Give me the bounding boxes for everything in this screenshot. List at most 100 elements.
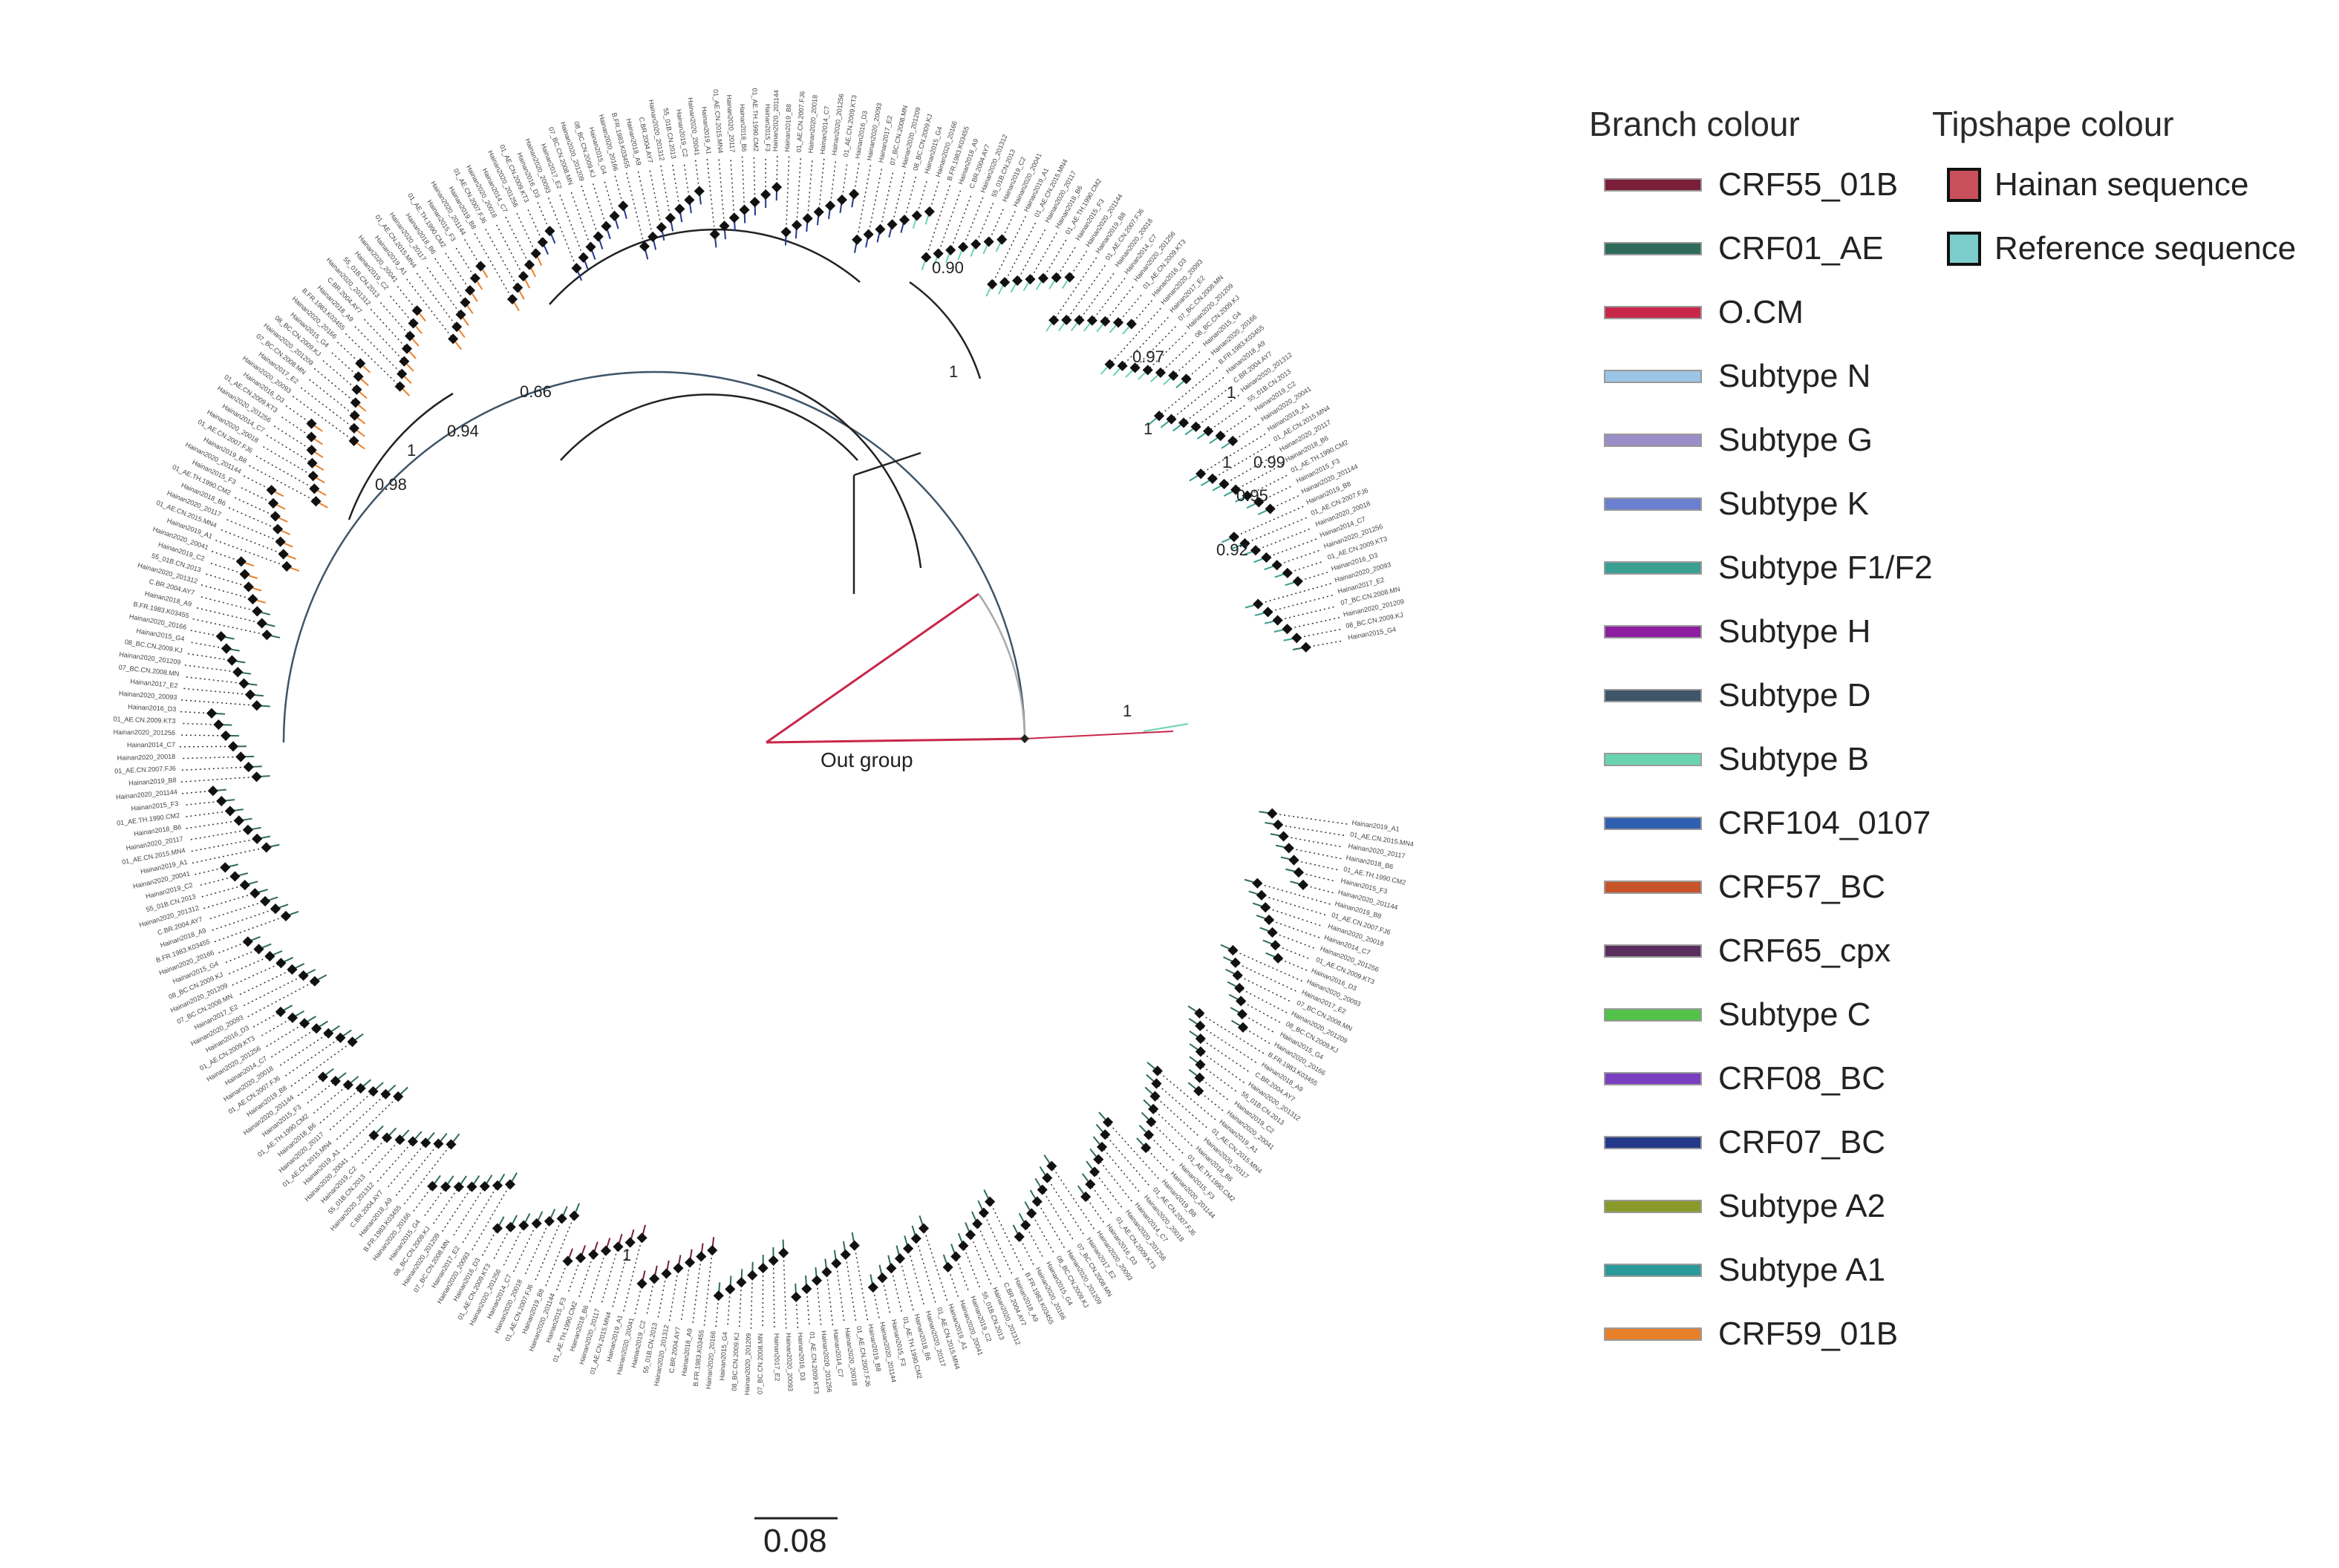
tip-leader-line: [868, 167, 883, 232]
tip-marker: [504, 1179, 516, 1190]
branch-legend-item: CRF59_01B: [1589, 1302, 1933, 1366]
tip-leader-line: [207, 561, 243, 574]
tip-leader-line: [1158, 1085, 1209, 1129]
tip-leader-line: [1161, 367, 1218, 415]
tip-leader-line: [526, 206, 542, 240]
tip-marker: [394, 381, 405, 392]
tip-marker: [404, 330, 416, 342]
branch-colour-swatch: [1604, 178, 1702, 192]
tip-marker: [970, 238, 982, 250]
tip-leader-line: [1150, 1136, 1176, 1163]
tip-marker: [1146, 1117, 1157, 1128]
tip-marker: [307, 471, 319, 482]
tip-marker: [725, 1284, 736, 1295]
tip-marker: [492, 1180, 503, 1191]
tip-leader-line: [278, 414, 310, 436]
tip-leader-line: [1048, 1180, 1085, 1236]
branch-legend-label: CRF55_01B: [1718, 166, 1899, 203]
tip-marker: [903, 1243, 914, 1254]
tip-leader-line: [461, 1187, 497, 1244]
tip-leader-line: [891, 1270, 903, 1313]
tip-label: Hainan2020_20166: [705, 1330, 717, 1389]
tip-marker: [965, 1229, 976, 1241]
tip-leader-line: [1222, 414, 1253, 435]
tip-leader-line: [534, 1221, 561, 1282]
tip-leader-line: [991, 1203, 1024, 1270]
tip-leader-line: [1032, 1215, 1055, 1254]
tip-leader-line: [1290, 617, 1340, 630]
tip-marker: [523, 259, 535, 270]
tip-leader-line: [195, 607, 259, 624]
tip-leader-line: [993, 216, 1026, 282]
tip-leader-line: [1136, 324, 1178, 367]
tip-leader-line: [180, 766, 246, 771]
tip-marker: [696, 1251, 707, 1262]
tip-leader-line: [660, 165, 671, 215]
tip-marker: [448, 333, 459, 344]
tip-leader-line: [434, 258, 464, 301]
tip-leader-line: [555, 1264, 567, 1291]
tip-leader-line: [703, 1253, 713, 1326]
tip-marker: [1265, 503, 1276, 514]
tip-leader-line: [1173, 376, 1225, 418]
tip-leader-line: [1270, 594, 1334, 612]
tip-marker: [427, 1180, 438, 1192]
tip-marker: [739, 204, 750, 215]
support-value: 0.94: [447, 422, 479, 440]
tip-label: Hainan2020_20093: [785, 1333, 795, 1391]
tip-leader-line: [243, 475, 270, 489]
tip-leader-line: [880, 169, 894, 227]
tip-leader-line: [312, 1086, 347, 1115]
tip-marker: [656, 222, 667, 233]
tip-leader-line: [841, 161, 848, 197]
tip-marker: [1230, 957, 1241, 968]
tip-marker: [562, 1255, 573, 1267]
tip-marker: [350, 397, 361, 408]
tip-marker: [317, 1071, 328, 1082]
tip-leader-line: [715, 1298, 720, 1327]
tip-marker: [601, 220, 612, 232]
tip-marker: [1100, 316, 1111, 327]
tip-marker: [1283, 843, 1294, 854]
tip-marker: [618, 200, 629, 212]
tip-leader-line: [1095, 1174, 1123, 1209]
tip-leader-line: [1210, 404, 1247, 431]
tip-leader-line: [1080, 270, 1116, 318]
tip-marker: [1012, 275, 1023, 287]
tip-leader-line: [368, 1141, 399, 1175]
tip-marker: [684, 195, 695, 206]
tip-leader-line: [1111, 307, 1161, 363]
tip-marker: [1230, 484, 1242, 495]
tip-marker: [1031, 1196, 1043, 1207]
tip-marker: [267, 497, 279, 509]
tip-marker: [1195, 1059, 1206, 1071]
tip-leader-line: [1026, 1227, 1045, 1260]
tip-marker: [272, 523, 284, 535]
tip-leader-line: [304, 1082, 334, 1105]
tip-leader-line: [242, 976, 301, 1007]
tip-marker: [216, 795, 227, 807]
tip-leader-line: [1244, 1015, 1276, 1034]
tip-marker: [1195, 468, 1207, 480]
tip-leader-line: [1296, 860, 1340, 871]
tip-marker: [665, 212, 676, 223]
tip-marker: [1271, 560, 1282, 571]
tip-label: Hainan2014_C7: [832, 1329, 844, 1378]
tip-marker: [251, 700, 262, 711]
tip-leader-line: [537, 202, 549, 229]
tip-marker: [1085, 1179, 1096, 1190]
branch-colour-swatch: [1604, 242, 1702, 255]
tip-marker: [1037, 272, 1049, 284]
tip-leader-line: [186, 653, 229, 661]
branch-legend-item: CRF07_BC: [1589, 1111, 1933, 1175]
tip-leader-line: [730, 157, 735, 215]
tip-marker: [578, 252, 589, 263]
tip-marker: [1195, 1046, 1206, 1057]
tip-marker: [1148, 1103, 1159, 1114]
tip-leader-line: [206, 901, 263, 921]
tip-leader-line: [327, 1093, 372, 1133]
tip-label: 07_BC.CN.2008.MN: [757, 1333, 765, 1394]
tip-label: Hainan2018_A9: [680, 1328, 694, 1376]
tip-leader-line: [872, 1290, 880, 1319]
